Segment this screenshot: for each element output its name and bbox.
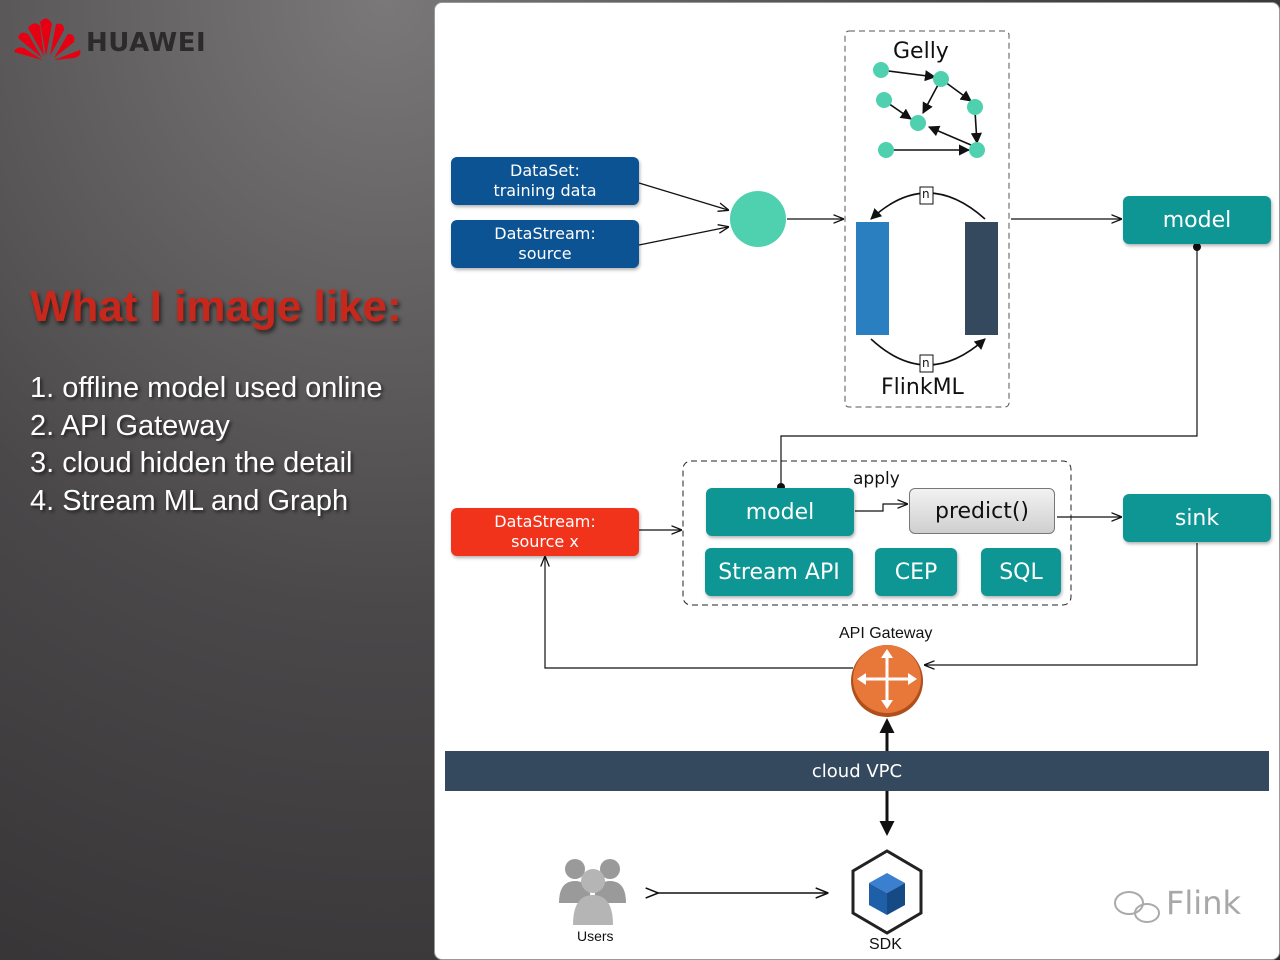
huawei-flower-icon (14, 18, 81, 60)
predict-box: predict() (909, 488, 1055, 534)
diagram-connectors (435, 30, 1201, 935)
bullet-item: 4. Stream ML and Graph (30, 484, 349, 517)
sql-box: SQL (981, 548, 1061, 596)
gelly-graph (880, 69, 982, 156)
ml-container (844, 30, 1010, 408)
apply-label: apply (853, 469, 900, 489)
users-label: Users (577, 928, 614, 944)
iteration-label-top: n (922, 187, 930, 201)
architecture-diagram: DataSet: training data DataStream: sourc… (434, 2, 1280, 960)
gelly-label: Gelly (893, 39, 949, 64)
sdk-icon (851, 849, 923, 935)
flinkml-label: FlinkML (881, 375, 964, 400)
model-inner-box: model (706, 488, 854, 536)
api-gateway-icon (851, 645, 923, 717)
sink-box: sink (1123, 494, 1271, 542)
bullet-item: 3. cloud hidden the detail (30, 447, 353, 479)
flink-watermark: Flink (1166, 884, 1241, 922)
users-icon (559, 859, 626, 925)
flinkml-bar-right (965, 222, 998, 335)
model-output-box: model (1123, 196, 1271, 244)
bullet-item: 1. offline model used online (30, 372, 383, 404)
slide-headline: What I image like: (30, 282, 402, 331)
cloud-vpc-bar: cloud VPC (445, 751, 1269, 791)
bullet-item: 2. API Gateway (30, 409, 230, 442)
iteration-label-bottom: n (922, 356, 930, 370)
sdk-label: SDK (869, 936, 902, 953)
gelly-nodes (873, 62, 985, 158)
stream-api-box: Stream API (705, 548, 853, 596)
datastream-box: DataStream: source (451, 220, 639, 268)
huawei-logo-text: HUAWEI (86, 28, 207, 58)
wechat-icon (1114, 891, 1160, 923)
merge-node (730, 191, 786, 247)
bullet-list: 1. offline model used online 2. API Gate… (30, 370, 383, 520)
stream-container (682, 460, 1072, 606)
flinkml-bar-left (856, 222, 889, 335)
cep-box: CEP (875, 548, 957, 596)
api-gateway-label: API Gateway (839, 625, 933, 642)
huawei-logo (14, 14, 214, 64)
dataset-box: DataSet: training data (451, 157, 639, 205)
datastream-source-x-box: DataStream: source x (451, 508, 639, 556)
